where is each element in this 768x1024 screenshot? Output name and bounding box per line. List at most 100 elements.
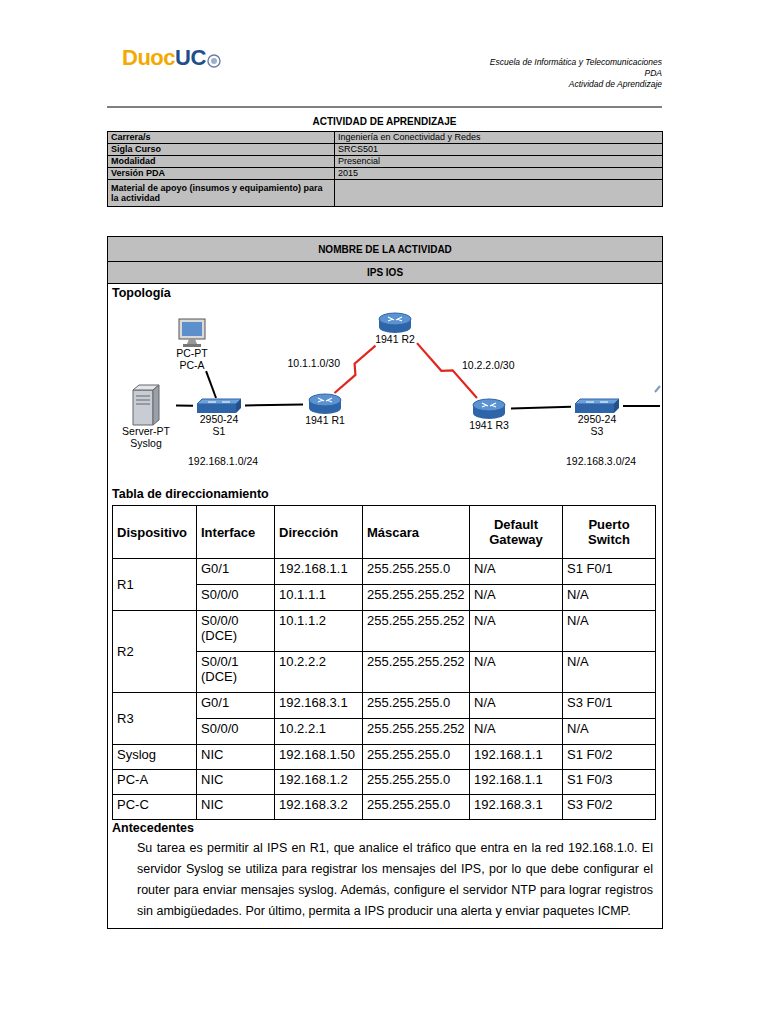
- table-cell: S3 F0/1: [563, 693, 656, 719]
- table-cell: NIC: [197, 745, 275, 770]
- device-node: 2950-24 S1: [193, 398, 245, 437]
- device-label: 1941 R1: [303, 415, 347, 427]
- subnet-label: 192.168.1.0/24: [188, 455, 258, 467]
- switch-arrows: [208, 402, 230, 403]
- table-cell: N/A: [470, 719, 563, 745]
- header-cell: Máscara: [363, 506, 470, 559]
- table-cell: R1: [113, 559, 197, 611]
- info-cell: Material de apoyo (insumos y equipamient…: [108, 180, 335, 207]
- info-row: Versión PDA2015: [108, 168, 663, 180]
- device-label: 2950-24 S3: [571, 414, 623, 437]
- data-row: R1G0/1192.168.1.1255.255.255.0N/AS1 F0/1: [113, 559, 656, 585]
- data-row: PC-ANIC192.168.1.2255.255.255.0192.168.1…: [113, 770, 656, 795]
- table-cell: 10.2.2.2: [275, 652, 363, 693]
- header-rule: [107, 107, 662, 108]
- table-cell: 255.255.255.0: [363, 795, 470, 820]
- device-node: 1941 R1: [303, 393, 347, 427]
- info-row: Carrera/sIngeniería en Conectividad y Re…: [108, 132, 663, 144]
- info-cell-empty: [335, 180, 663, 207]
- header-row: DispositivoInterfaceDirecciónMáscaraDefa…: [113, 506, 656, 559]
- device-node: Server-PT Syslog: [116, 384, 176, 449]
- pc-base: [183, 344, 201, 347]
- router-icon: [378, 312, 412, 334]
- table-cell: 192.168.1.1: [470, 770, 563, 795]
- table-cell: N/A: [470, 611, 563, 652]
- switch-front: [575, 404, 614, 413]
- device-node: 1941 R2: [373, 312, 417, 346]
- switch-top: [197, 399, 241, 404]
- server-side: [153, 385, 159, 425]
- router-arrows: [482, 403, 496, 407]
- table-cell: PC-A: [113, 770, 197, 795]
- table-cell: N/A: [563, 719, 656, 745]
- switch-icon: [196, 398, 242, 414]
- table-cell: 192.168.1.1: [275, 559, 363, 585]
- header-note: Escuela de Informática y Telecomunicacio…: [490, 57, 662, 67]
- header-cell: Default Gateway: [470, 506, 563, 559]
- table-cell: N/A: [563, 652, 656, 693]
- link-label: 10.1.1.0/30: [286, 357, 341, 369]
- table-cell: 192.168.3.1: [470, 795, 563, 820]
- table-cell: 192.168.3.2: [275, 795, 363, 820]
- table-cell: 255.255.255.252: [363, 652, 470, 693]
- router-arrows: [318, 398, 332, 402]
- header-cell: Dirección: [275, 506, 363, 559]
- table-cell: PC-C: [113, 795, 197, 820]
- switch-arrows: [586, 402, 608, 403]
- serial-link: [417, 343, 477, 398]
- header-cell: Dispositivo: [113, 506, 197, 559]
- header-note: PDA: [645, 68, 662, 78]
- name-band: NOMBRE DE LA ACTIVIDAD: [107, 236, 663, 262]
- info-table: Carrera/sIngeniería en Conectividad y Re…: [107, 131, 663, 207]
- table-cell: S0/0/0: [197, 719, 275, 745]
- router-top: [473, 399, 505, 411]
- table-cell: 255.255.255.252: [363, 585, 470, 611]
- page-title: ACTIVIDAD DE APRENDIZAJE: [107, 116, 662, 127]
- table-cell: 255.255.255.252: [363, 611, 470, 652]
- pc-screen: [182, 322, 202, 336]
- device-label: 1941 R3: [467, 420, 511, 432]
- info-cell: 2015: [335, 168, 663, 180]
- table-cell: S0/0/0: [197, 585, 275, 611]
- table-cell: 255.255.255.0: [363, 559, 470, 585]
- data-row: PC-CNIC192.168.3.2255.255.255.0192.168.3…: [113, 795, 656, 820]
- info-cell: Modalidad: [108, 156, 335, 168]
- table-cell: S0/0/1 (DCE): [197, 652, 275, 693]
- table-cell: 192.168.1.1: [470, 745, 563, 770]
- ethernet-link: [176, 404, 193, 406]
- logo-emblem-ring: [208, 55, 220, 67]
- header-cell: Interface: [197, 506, 275, 559]
- logo-emblem-core: [211, 58, 217, 64]
- router-top: [309, 394, 341, 406]
- device-label: Server-PT Syslog: [116, 426, 176, 449]
- device-node: 1941 R3: [467, 398, 511, 432]
- band-text: NOMBRE DE LA ACTIVIDAD: [318, 244, 452, 255]
- ethernet-link: [245, 404, 303, 405]
- table-cell: G0/1: [197, 693, 275, 719]
- device-label: 1941 R2: [373, 334, 417, 346]
- ethernet-link-stub: [623, 405, 660, 407]
- switch-side: [614, 399, 619, 413]
- device-node: 2950-24 S3: [571, 398, 623, 437]
- section-heading: Tabla de direccionamiento: [112, 487, 269, 501]
- data-row: S0/0/010.1.1.1255.255.255.252N/AN/A: [113, 585, 656, 611]
- address-table: DispositivoInterfaceDirecciónMáscaraDefa…: [112, 505, 656, 820]
- logo-text: Duoc: [122, 45, 175, 71]
- info-row: ModalidadPresencial: [108, 156, 663, 168]
- ethernet-link: [206, 371, 216, 398]
- device-label: PC-PT PC-A: [168, 348, 216, 371]
- table-cell: S1 F0/3: [563, 770, 656, 795]
- table-cell: N/A: [470, 559, 563, 585]
- table-cell: 10.1.1.2: [275, 611, 363, 652]
- section-heading: Topología: [112, 286, 171, 300]
- switch-side: [236, 399, 241, 413]
- band-text: IPS IOS: [367, 267, 403, 278]
- ethernet-link: [511, 407, 571, 409]
- table-cell: 255.255.255.0: [363, 693, 470, 719]
- data-row: R2S0/0/0 (DCE)10.1.1.2255.255.255.252N/A…: [113, 611, 656, 652]
- table-cell: Syslog: [113, 745, 197, 770]
- table-cell: 255.255.255.0: [363, 770, 470, 795]
- table-cell: 192.168.1.50: [275, 745, 363, 770]
- cropped-device-edge: [655, 386, 660, 392]
- pc-monitor: [179, 319, 205, 339]
